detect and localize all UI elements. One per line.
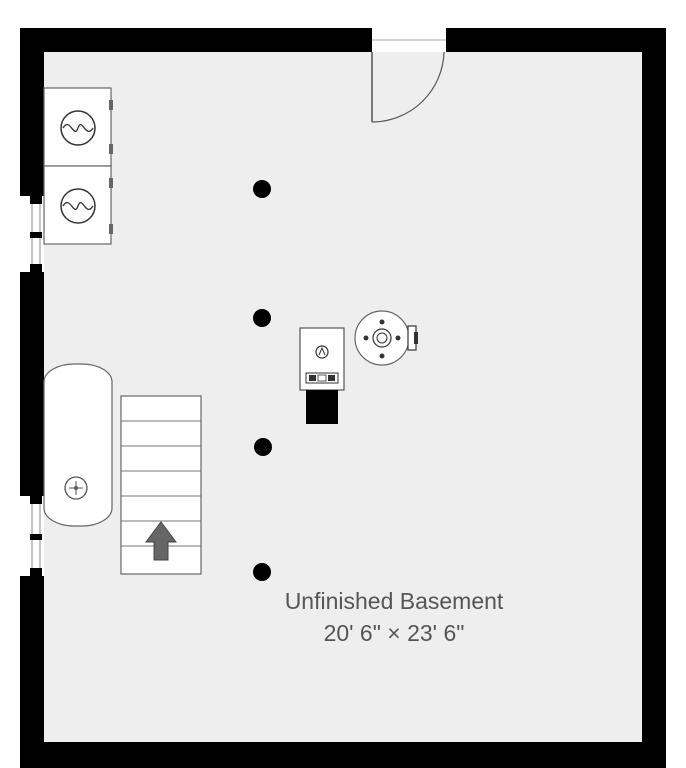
wall-top-left bbox=[20, 28, 372, 52]
window-lower bbox=[20, 496, 44, 576]
room-name: Unfinished Basement bbox=[285, 588, 504, 614]
support-post bbox=[253, 180, 271, 198]
support-post bbox=[253, 309, 271, 327]
wall-left-2 bbox=[20, 272, 44, 496]
support-post bbox=[253, 563, 271, 581]
wall-top-right bbox=[446, 28, 666, 52]
room-dimensions: 20' 6" × 23' 6" bbox=[324, 620, 465, 646]
oil-tank-icon bbox=[43, 363, 113, 527]
support-posts bbox=[253, 180, 272, 581]
window-upper bbox=[20, 196, 44, 272]
wall-bottom bbox=[20, 742, 666, 768]
stairs-up-icon[interactable] bbox=[120, 395, 202, 575]
stairs-direction-arrow-icon bbox=[145, 521, 177, 561]
dryer-icon bbox=[43, 165, 113, 245]
wall-right bbox=[642, 28, 666, 768]
washer-icon bbox=[43, 87, 113, 167]
support-post bbox=[254, 438, 272, 456]
furnace-icon bbox=[299, 327, 345, 424]
water-heater-icon bbox=[354, 310, 418, 366]
exterior-walls bbox=[20, 28, 666, 768]
wall-left-3 bbox=[20, 576, 44, 768]
wall-left-1 bbox=[20, 28, 44, 196]
door-swing-icon[interactable] bbox=[371, 28, 446, 123]
